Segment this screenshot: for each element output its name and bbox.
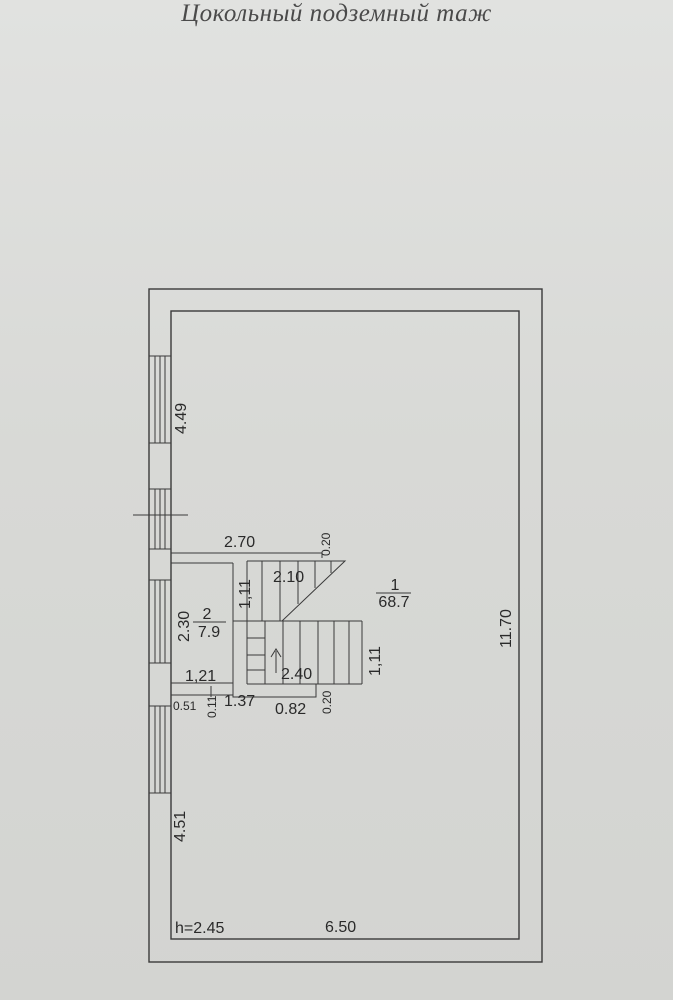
dim-449: 4.49 [173,403,190,434]
window-room2 [149,579,171,664]
dim-137: 1.37 [224,693,255,710]
dim-082: 0.82 [275,701,306,718]
window-top [149,355,171,444]
dim-210: 2.10 [273,569,304,586]
dim-270: 2.70 [224,534,255,551]
svg-text:68.7: 68.7 [378,594,409,611]
staircase [233,560,363,685]
dim-240: 2.40 [281,666,312,683]
dim-051: 0.51 [173,699,197,713]
room-2-label: 2 7.9 [193,606,226,641]
dim-011: 0.11 [205,695,219,718]
room-1-label: 1 68.7 [376,577,411,611]
inner-wall [170,310,520,940]
ceiling-height: h=2.45 [175,920,224,937]
dim-020-top: 0.20 [319,532,333,556]
window-mid [133,488,188,550]
partition-walls [170,549,323,698]
dim-121: 1,21 [185,668,216,685]
plan-title: Цокольный подземный таж [181,0,492,27]
dim-1170: 11.70 [498,609,515,648]
dim-230: 2.30 [176,611,193,642]
dim-020-bot: 0.20 [320,690,334,714]
svg-text:2: 2 [203,606,212,623]
svg-text:7.9: 7.9 [198,624,220,641]
svg-text:1: 1 [391,577,400,594]
dim-650: 6.50 [325,919,356,936]
window-bottom [149,705,171,794]
dim-111-a: 1,11 [237,579,254,609]
dim-111-b: 1,11 [367,646,384,676]
dim-451: 4.51 [172,811,189,842]
outer-wall [148,288,543,963]
